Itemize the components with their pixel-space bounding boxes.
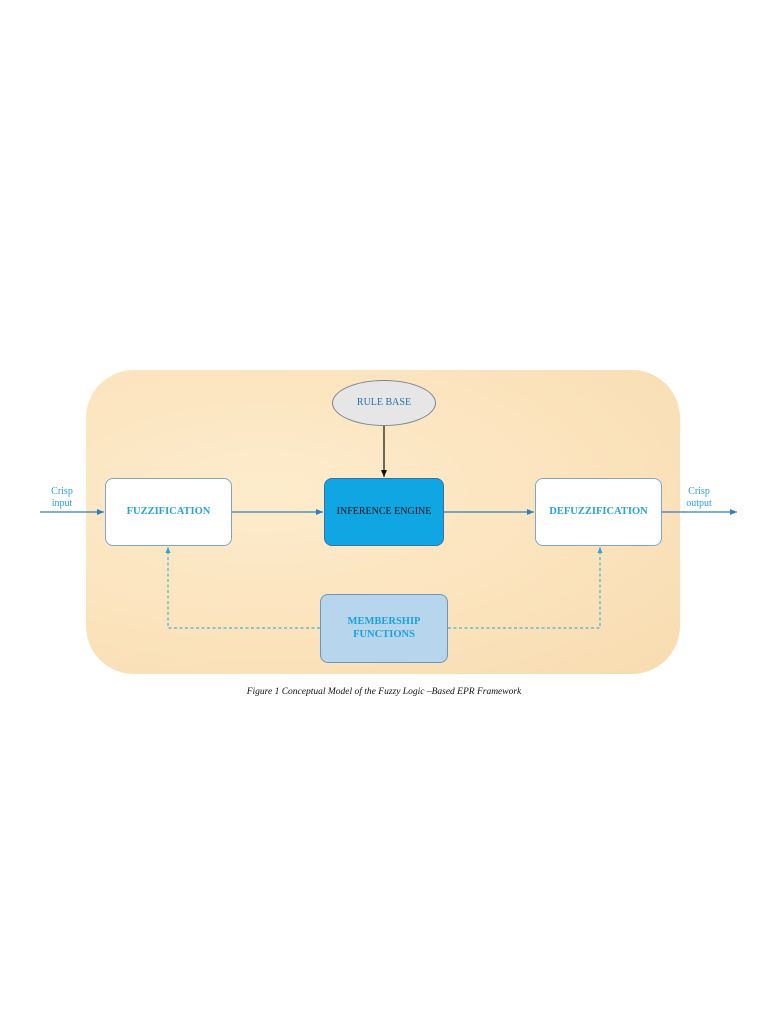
crisp-input-label: Crisp input (44, 486, 80, 510)
rule-base-label: RULE BASE (356, 397, 412, 409)
membership-functions-node: MEMBERSHIP FUNCTIONS (320, 594, 448, 663)
membership-label-line2: FUNCTIONS (353, 628, 415, 640)
dashed-membership-to-fuzzification (165, 547, 320, 629)
crisp-input-line2: input (51, 498, 73, 509)
crisp-output-line1: Crisp (688, 486, 710, 497)
defuzzification-node: DEFUZZIFICATION (535, 478, 662, 546)
crisp-output-line2: output (686, 498, 712, 509)
crisp-output-label: Crisp output (681, 486, 717, 510)
membership-label-line1: MEMBERSHIP (347, 616, 421, 628)
defuzzification-label: DEFUZZIFICATION (549, 505, 648, 517)
inference-engine-node: INFERENCE ENGINE (324, 478, 444, 546)
dashed-membership-to-defuzzification (448, 547, 603, 629)
inference-engine-label: INFERENCE ENGINE (336, 506, 432, 518)
fuzzification-label: FUZZIFICATION (126, 505, 211, 517)
fuzzification-node: FUZZIFICATION (105, 478, 232, 546)
rule-base-node: RULE BASE (332, 380, 436, 426)
figure-caption: Figure 1 Conceptual Model of the Fuzzy L… (246, 687, 522, 697)
crisp-input-line1: Crisp (51, 486, 73, 497)
